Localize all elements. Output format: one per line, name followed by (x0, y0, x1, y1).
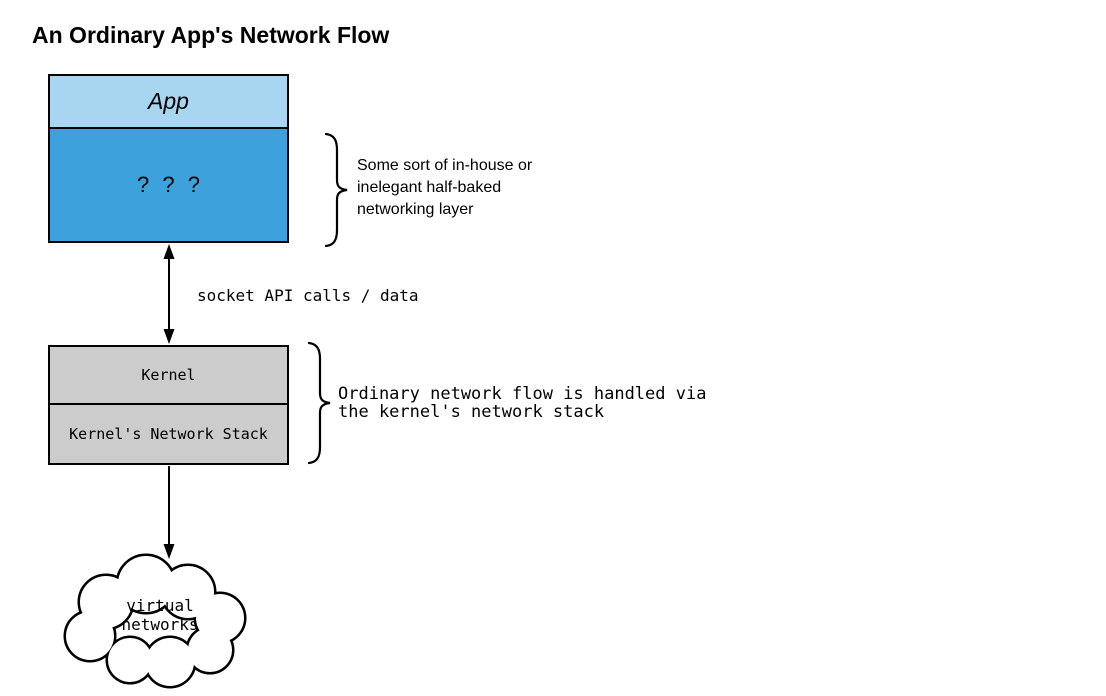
network-stack-label: Kernel's Network Stack (69, 425, 268, 443)
unknown-layer-label: ? ? ? (137, 172, 200, 197)
cloud-label-line: virtual (126, 596, 194, 615)
annotation-kernel-flow: Ordinary network flow is handled via the… (338, 385, 706, 421)
arrowhead-down-icon (163, 329, 175, 344)
cloud-shape (63, 553, 247, 689)
kernel-label: Kernel (141, 366, 196, 384)
app-label: App (148, 88, 189, 114)
app-box: App (48, 74, 289, 129)
diagram-title: An Ordinary App's Network Flow (32, 22, 390, 48)
cloud-label-line: networks (121, 615, 199, 634)
annotation-line: the kernel's network stack (338, 402, 605, 422)
annotation-line: networking layer (357, 201, 474, 218)
unknown-layer-box: ? ? ? (48, 127, 289, 243)
kernel-box: Kernel (48, 345, 289, 405)
annotation-line: Some sort of in-house or (357, 157, 533, 174)
socket-arrow-label: socket API calls / data (197, 286, 419, 305)
annotation-line: inelegant half-baked (357, 179, 502, 196)
network-stack-box: Kernel's Network Stack (48, 403, 289, 465)
annotation-line: Ordinary network flow is handled via (338, 384, 707, 404)
cloud-fill (66, 556, 244, 686)
curly-brace-icon (307, 341, 331, 465)
annotation-networking-layer: Some sort of in-house or inelegant half-… (357, 155, 532, 221)
cloud-label: virtual networks (98, 596, 222, 634)
curly-brace-icon (324, 132, 348, 248)
arrowhead-up-icon (163, 244, 175, 259)
